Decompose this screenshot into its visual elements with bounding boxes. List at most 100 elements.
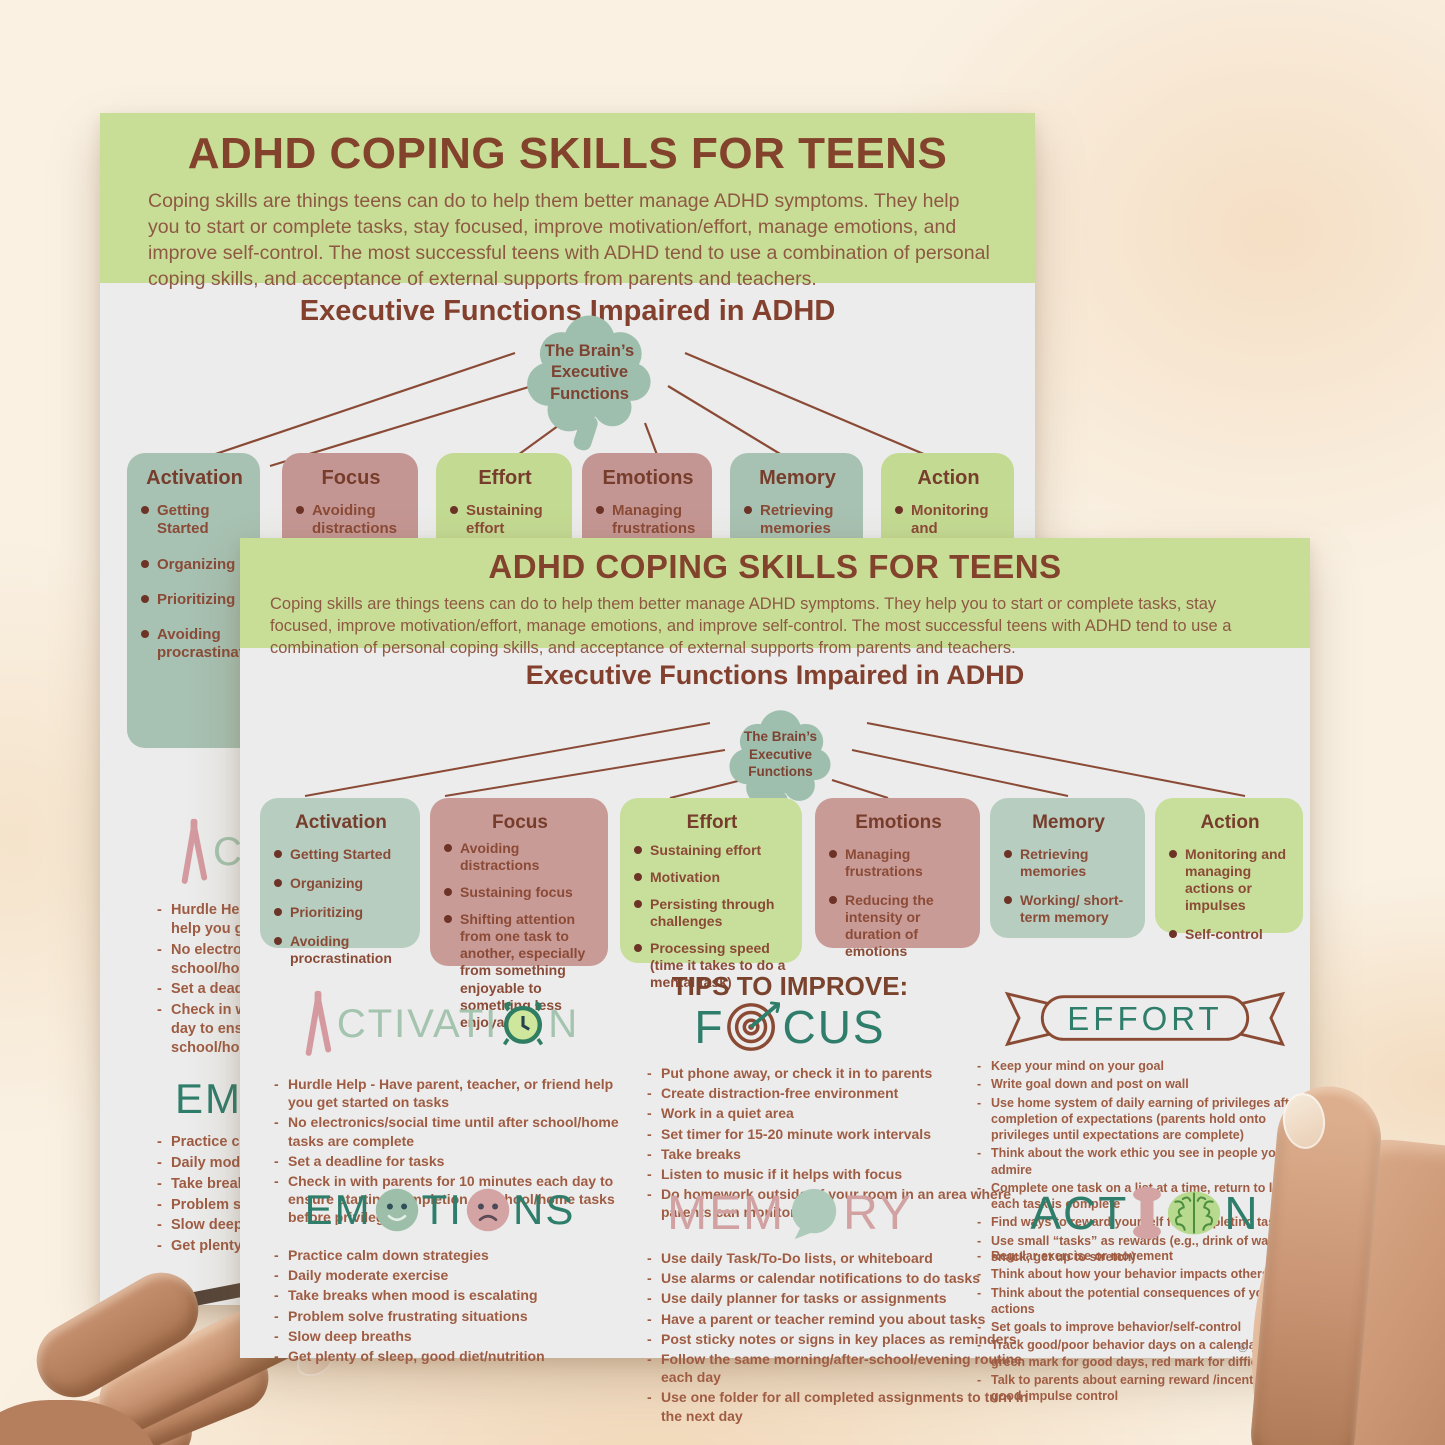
- tips-list: Practice calm down strategiesDaily moder…: [272, 1246, 622, 1365]
- brain-graphic: The Brain’s Executive Functions: [512, 313, 667, 453]
- ef-box-item: Sustaining focus: [444, 884, 596, 901]
- effort-heading-label: EFFORT: [1067, 1000, 1223, 1037]
- ef-box-title: Effort: [686, 812, 738, 833]
- tip-item: Follow the same morning/after-school/eve…: [645, 1350, 1037, 1386]
- tip-item: Have a parent or teacher remind you abou…: [645, 1310, 1037, 1328]
- tip-item: No electronics/social time until after s…: [272, 1113, 624, 1149]
- brain-blob-icon: [527, 315, 651, 451]
- tip-item: Take breaks when mood is escalating: [272, 1286, 622, 1304]
- happy-face-icon: [375, 1188, 418, 1232]
- ef-box-title: Effort: [478, 467, 532, 489]
- ef-box-title: Focus: [492, 812, 548, 833]
- ef-box-item: Monitoring and managing actions or impul…: [1169, 846, 1291, 914]
- ef-box-title: Action: [917, 467, 980, 489]
- tip-item: Take breaks: [645, 1145, 1037, 1163]
- tip-item: Check in with parents for 10 minutes eac…: [272, 1172, 624, 1227]
- tip-item: Complete one task on a list at a time, r…: [975, 1180, 1320, 1213]
- ef-box-item: Prioritizing: [141, 591, 248, 609]
- compass-icon: [305, 990, 332, 1056]
- ef-box-item: Self-control: [1169, 926, 1291, 943]
- tip-item: Use daily Task/To-Do lists, or whiteboar…: [645, 1249, 1037, 1267]
- focus-heading: F CUS: [694, 1001, 886, 1053]
- ef-box-item: Managing frustrations: [829, 846, 968, 880]
- diagram-heading: Executive Functions Impaired in ADHD: [299, 295, 836, 327]
- poster-front-header: ADHD COPING SKILLS FOR TEENS Coping skil…: [240, 538, 1310, 657]
- tip-item: Create distraction-free environment: [645, 1084, 1037, 1102]
- tip-item: Practice calm down strategies: [272, 1246, 622, 1264]
- tips-activation-section: CTIVATI N Hurdle Help - Have parent, tea…: [255, 985, 625, 1229]
- ef-box-item: Getting Started: [274, 846, 408, 863]
- activation-heading: CTIVATI N: [255, 985, 625, 1063]
- ef-box-title: Emotions: [602, 467, 694, 489]
- ef-box-item: Organizing: [141, 556, 248, 574]
- poster-intro: Coping skills are things teens can do to…: [270, 595, 1232, 657]
- tip-item: Think about how your behavior impacts ot…: [975, 1266, 1320, 1283]
- memory-heading: MEM RY: [667, 1187, 913, 1240]
- ef-box-item: Avoiding procrastination: [274, 933, 408, 967]
- ef-box-title: Emotions: [855, 812, 942, 833]
- tip-item: Problem solve frustrating situations: [272, 1307, 622, 1325]
- ef-box-item: Working/ short-term memory: [1004, 892, 1133, 926]
- banner-ribbon-icon: [1004, 991, 1286, 1047]
- tip-item: Use one folder for all completed assignm…: [645, 1388, 1037, 1424]
- effort-heading: EFFORT: [995, 988, 1295, 1050]
- tip-item: Get plenty of sleep, good diet/nutrition: [272, 1347, 622, 1365]
- ef-box-item: Managing frustrations: [596, 502, 700, 539]
- ef-box-item: Organizing: [274, 875, 408, 892]
- tips-list: Regular exercise or movementThink about …: [975, 1248, 1320, 1404]
- tip-item: Set timer for 15-20 minute work interval…: [645, 1125, 1037, 1143]
- poster-front: ADHD COPING SKILLS FOR TEENS Coping skil…: [240, 538, 1320, 1424]
- compass-icon: [181, 818, 208, 884]
- ef-box-title: Action: [1200, 812, 1260, 833]
- brain-label: The Brain’s Executive Functions: [544, 342, 635, 403]
- ef-box-item: Avoiding distractions: [444, 840, 596, 874]
- poster-title: ADHD COPING SKILLS FOR TEENS: [187, 129, 948, 178]
- ef-box-item: Reducing the intensity or duration of em…: [829, 892, 968, 960]
- tip-item: Regular exercise or movement: [975, 1248, 1320, 1265]
- brain-label: The Brain’s Executive Functions: [743, 729, 818, 780]
- tips-action-section: ACT N Regular exercise or movementThink …: [970, 1186, 1320, 1406]
- ef-box-title: Memory: [1032, 812, 1105, 833]
- ef-box-item: Processing speed (time it takes to do a …: [634, 940, 790, 991]
- ef-box-title: Activation: [295, 812, 387, 833]
- tip-item: Use daily planner for tasks or assignmen…: [645, 1289, 1037, 1307]
- poster-title: ADHD COPING SKILLS FOR TEENS: [488, 548, 1062, 585]
- ef-box-item: Avoiding procrastination: [141, 626, 266, 663]
- target-icon: [727, 1001, 781, 1051]
- tip-item: Set a deadline for tasks: [272, 1152, 624, 1170]
- tips-list: Use daily Task/To-Do lists, or whiteboar…: [645, 1249, 1037, 1425]
- ef-box-action: Action Monitoring and managing actions o…: [1155, 798, 1303, 942]
- ef-box-item: Avoiding distractions: [296, 502, 406, 539]
- tip-item: Post sticky notes or signs in key places…: [645, 1330, 1037, 1348]
- alarm-clock-icon: [503, 1001, 544, 1046]
- tip-item: Put phone away, or check it in to parent…: [645, 1064, 1037, 1082]
- tip-item: Listen to music if it helps with focus: [645, 1165, 1037, 1183]
- tips-heading: TIPS TO IMPROVE:: [671, 971, 909, 1001]
- tip-item: Work in a quiet area: [645, 1104, 1037, 1122]
- ef-box-title: Activation: [146, 467, 243, 489]
- tips-list: Put phone away, or check it in to parent…: [645, 1064, 1037, 1222]
- tip-item: Keep your mind on your goal: [975, 1058, 1320, 1075]
- ef-box-title: Focus: [321, 467, 381, 489]
- ef-box-item: Retrieving memories: [1004, 846, 1133, 880]
- tips-emotions-section: EM TI NS Practice calm down strategiesDa…: [255, 1186, 625, 1367]
- ef-box-item: Motivation: [634, 869, 790, 886]
- ef-box-title: Memory: [759, 467, 836, 489]
- tip-item: Slow deep breaths: [272, 1327, 622, 1345]
- dumbbell-icon: [1133, 1187, 1162, 1239]
- action-heading: ACT N: [1030, 1187, 1260, 1239]
- tip-item: Think about the work ethic you see in pe…: [975, 1145, 1320, 1178]
- tips-memory-section: MEM RY Use daily Task/To-Do lists, or wh…: [595, 1186, 1028, 1427]
- tip-item: Talk to parents about earning reward /in…: [975, 1372, 1320, 1405]
- ef-box-item: Getting Started: [141, 502, 248, 539]
- tip-item: Do homework outside of your room in an a…: [645, 1185, 1037, 1221]
- brain-icon: [1168, 1191, 1221, 1235]
